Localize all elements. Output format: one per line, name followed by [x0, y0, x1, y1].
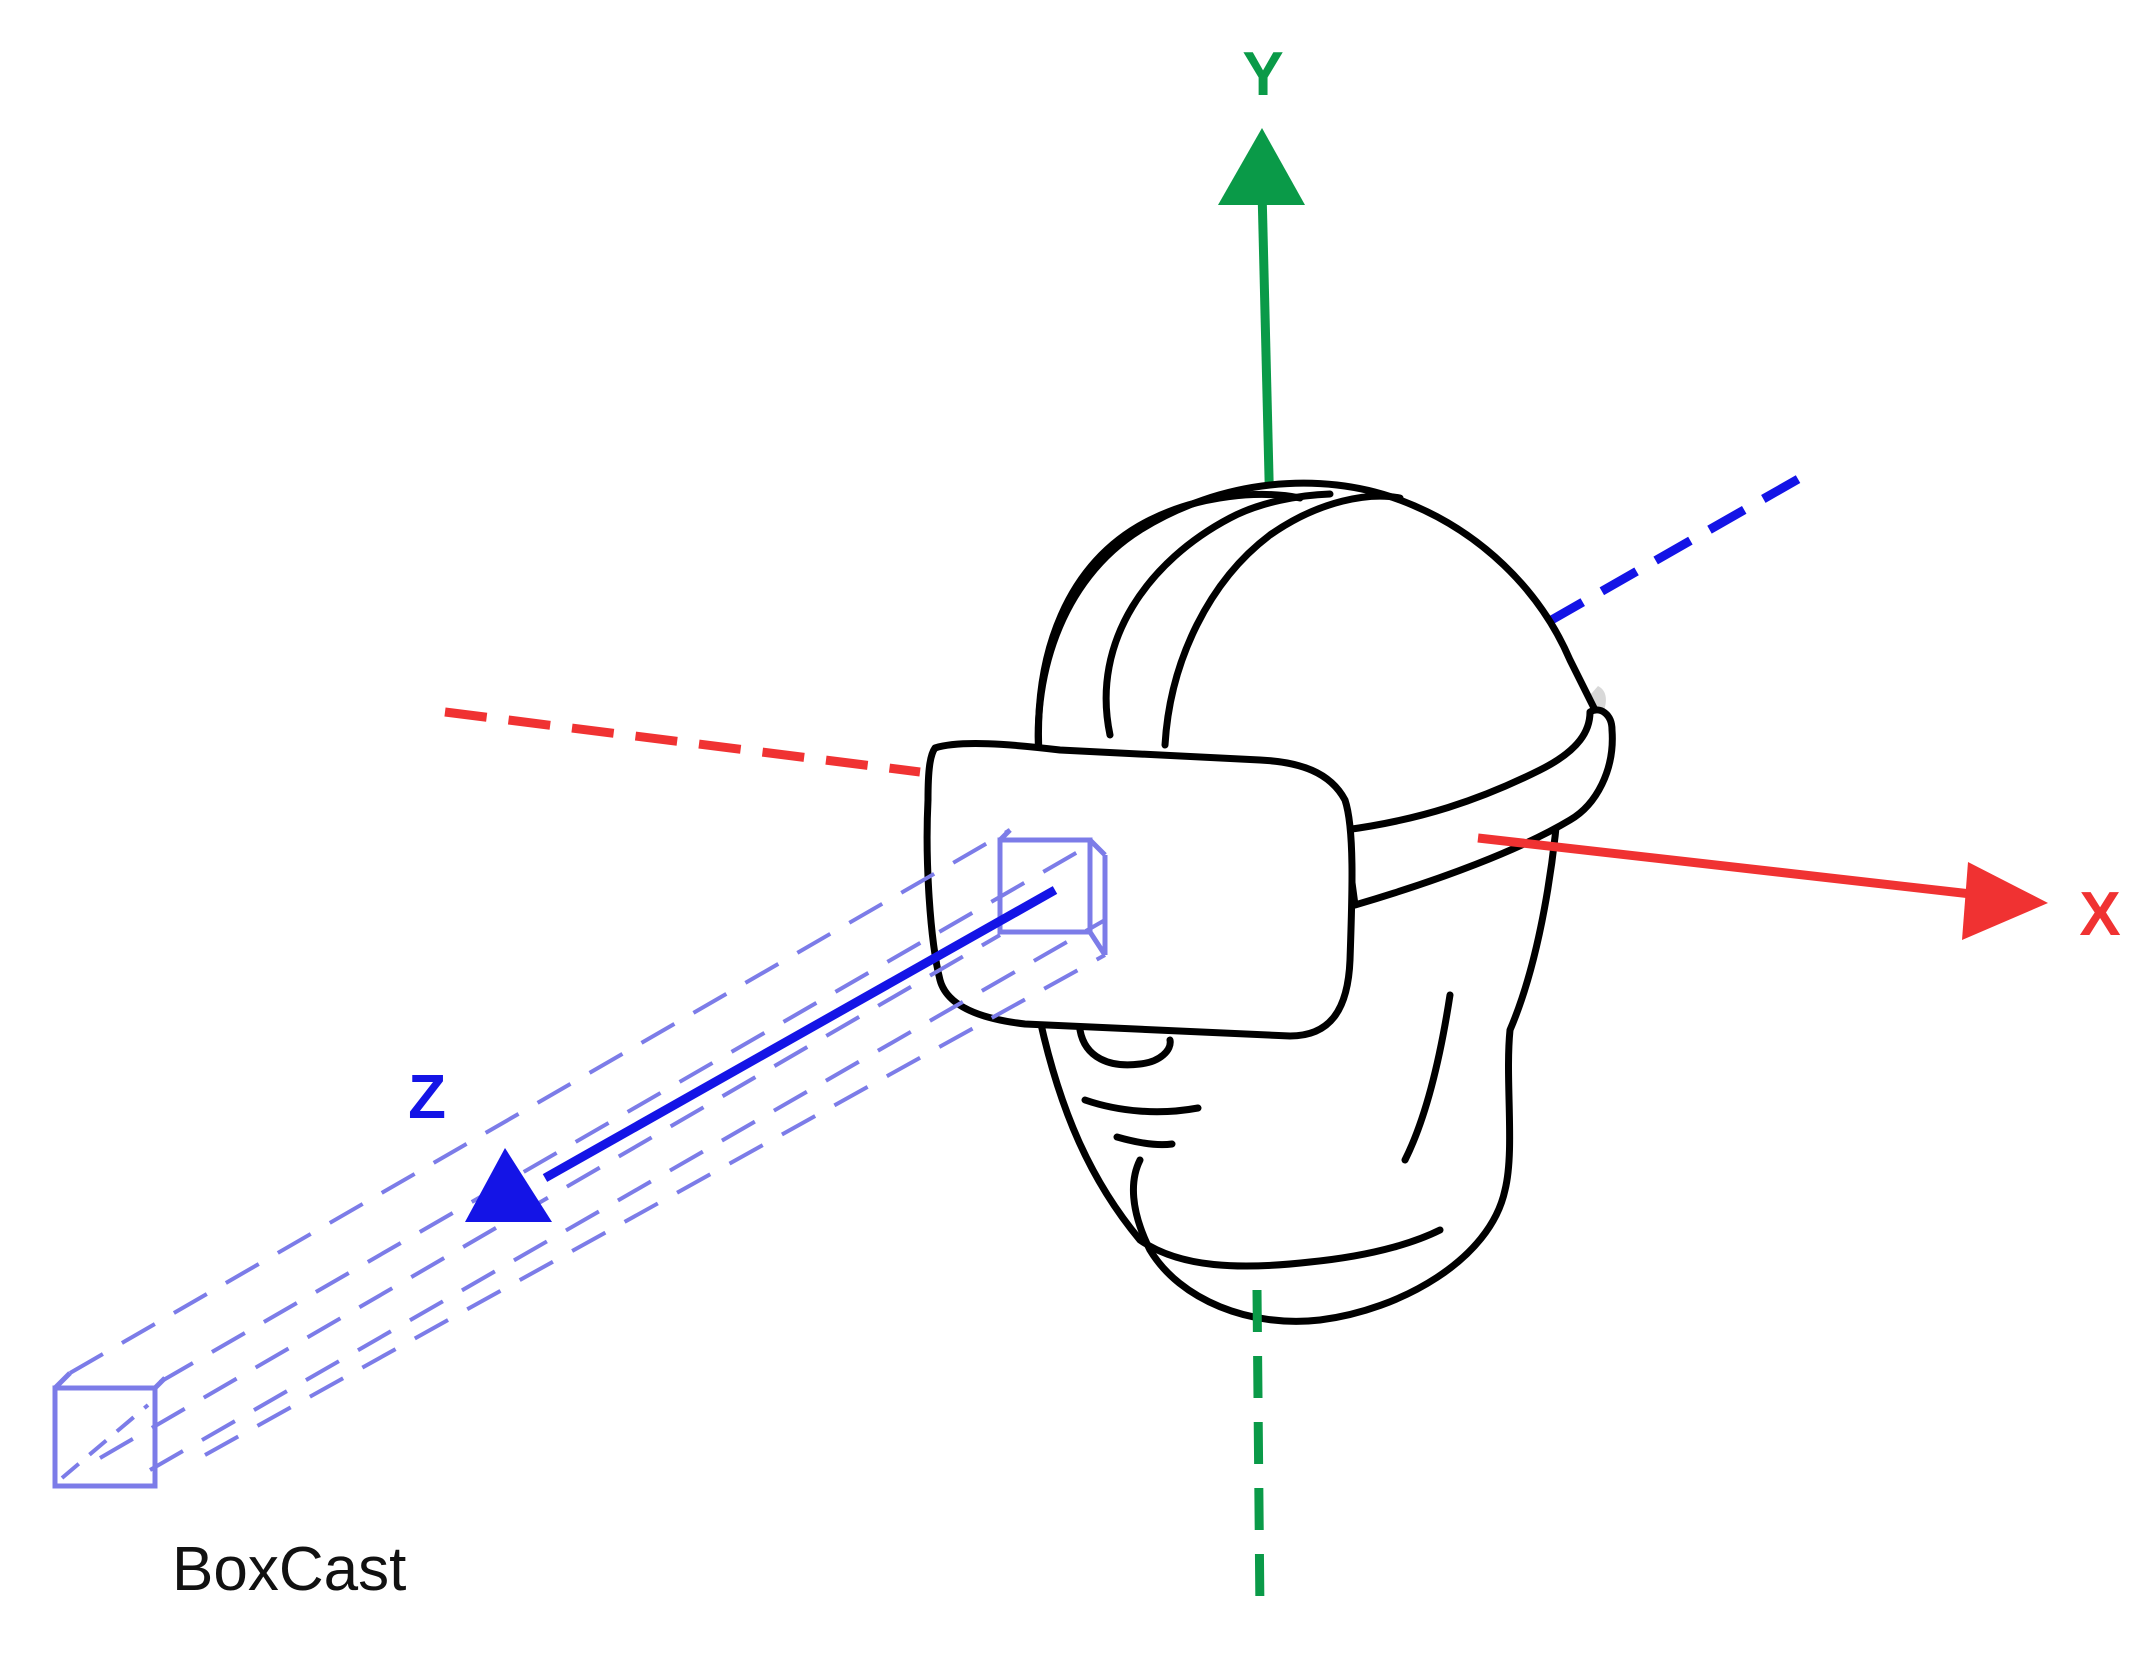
- z-axis: [465, 886, 1058, 1222]
- x-axis-label: X: [2079, 880, 2120, 949]
- mouth-lower: [1113, 1133, 1176, 1149]
- x-axis-arrowhead: [1962, 862, 2048, 940]
- face-lower-outline: [1036, 1016, 1444, 1270]
- mouth-upper: [1081, 1096, 1202, 1116]
- x-axis: [1477, 833, 2048, 940]
- boxcast-label: BoxCast: [172, 1535, 406, 1604]
- y-axis-label: Y: [1242, 40, 1283, 109]
- side-strap: [1341, 706, 1616, 909]
- boxcast-far-box-top: [53, 1371, 72, 1390]
- z-axis-arrowhead: [465, 1148, 552, 1222]
- boxcast-far-box: [52, 1385, 158, 1489]
- boxcast-edge-5: [98, 933, 1002, 1460]
- y-axis-line: [1257, 189, 1275, 519]
- x-axis-negative-dashed: [444, 707, 921, 777]
- boxcast-near-box-bottom: [1087, 930, 1108, 957]
- head-figure: [923, 479, 1616, 1325]
- z-axis-back-dashed: [1545, 474, 1803, 626]
- z-axis-label: Z: [408, 1063, 446, 1132]
- y-axis-negative-dashed: [1252, 1289, 1265, 1616]
- boxcast-far-box-diag: [60, 1403, 150, 1480]
- boxcast-near-box-right: [1088, 838, 1107, 857]
- nose: [1076, 1026, 1174, 1069]
- headset-visor: [923, 740, 1356, 1040]
- boxcast-volume: [52, 828, 1108, 1489]
- top-strap-right: [1161, 492, 1404, 749]
- boxcast-near-box: [997, 837, 1093, 935]
- boxcast-edge-2: [158, 840, 1097, 1384]
- boxcast-edge-1: [68, 828, 1012, 1375]
- z-axis-line: [542, 886, 1058, 1182]
- y-axis: [1218, 128, 1305, 519]
- x-axis-line: [1477, 833, 1981, 900]
- y-axis-arrowhead: [1218, 128, 1305, 205]
- top-strap-mid: [1102, 490, 1334, 739]
- boxcast-edge-4: [204, 953, 1106, 1457]
- cheek-line: [1401, 991, 1454, 1164]
- boxcast-edge-3: [149, 918, 1106, 1472]
- top-strap-left: [1035, 491, 1304, 774]
